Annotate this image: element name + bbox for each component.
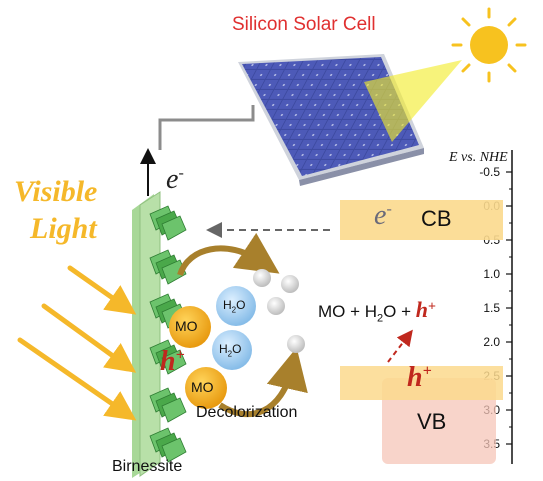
h2o-label-upper: H2O [223,298,246,315]
crystal-plate [161,397,187,423]
product-dots [253,269,305,353]
mo-label-lower: MO [191,379,214,395]
h2o-molecule-lower [212,330,252,370]
visible-light-arrows [17,265,137,421]
crystal-plate [161,349,187,375]
h2o-molecule-upper [216,286,256,326]
vb-hole-label: h+ [407,362,432,393]
birnessite-label: Birnessite [112,458,183,475]
cb-label: CB [421,206,452,231]
mo-molecule-lower [185,367,227,409]
axis-tick-label: 2.0 [483,335,500,349]
axis-tick-label: 1.5 [483,301,500,315]
axis-tick-label: 1.0 [483,267,500,281]
energy-axis-title: E vs. NHE [449,150,508,165]
mo-label-upper: MO [175,318,198,334]
connecting-wire [158,105,255,150]
reaction-equation: MO + H2O + h+ [318,297,437,325]
cb-electron-label: e- [374,200,392,231]
crystal-plate [161,437,187,463]
decolorization-label: Decolorization [196,404,298,421]
crystal-plate [161,259,187,285]
sun-icon [451,7,527,83]
cycle-arrow-bottom [218,347,308,418]
vb-band [340,366,503,400]
electrode-hole-label: h+ [160,346,185,377]
mo-molecule-upper [169,306,211,348]
light-label-line2: Light [30,212,97,245]
solar-cell-title: Silicon Solar Cell [232,14,376,35]
light-label-line1: Visible [14,175,98,208]
birnessite-crystals [149,205,187,463]
h2o-label-lower: H2O [219,342,242,359]
sunlight-beam [364,60,462,142]
cycle-arrow-top [177,232,280,277]
hole-reaction-arrow [387,329,413,363]
cb-band [340,200,503,240]
electron-label: e- [166,164,184,195]
vb-label: VB [417,409,447,434]
axis-tick-label: -0.5 [479,165,500,179]
crystal-plate [161,215,187,241]
